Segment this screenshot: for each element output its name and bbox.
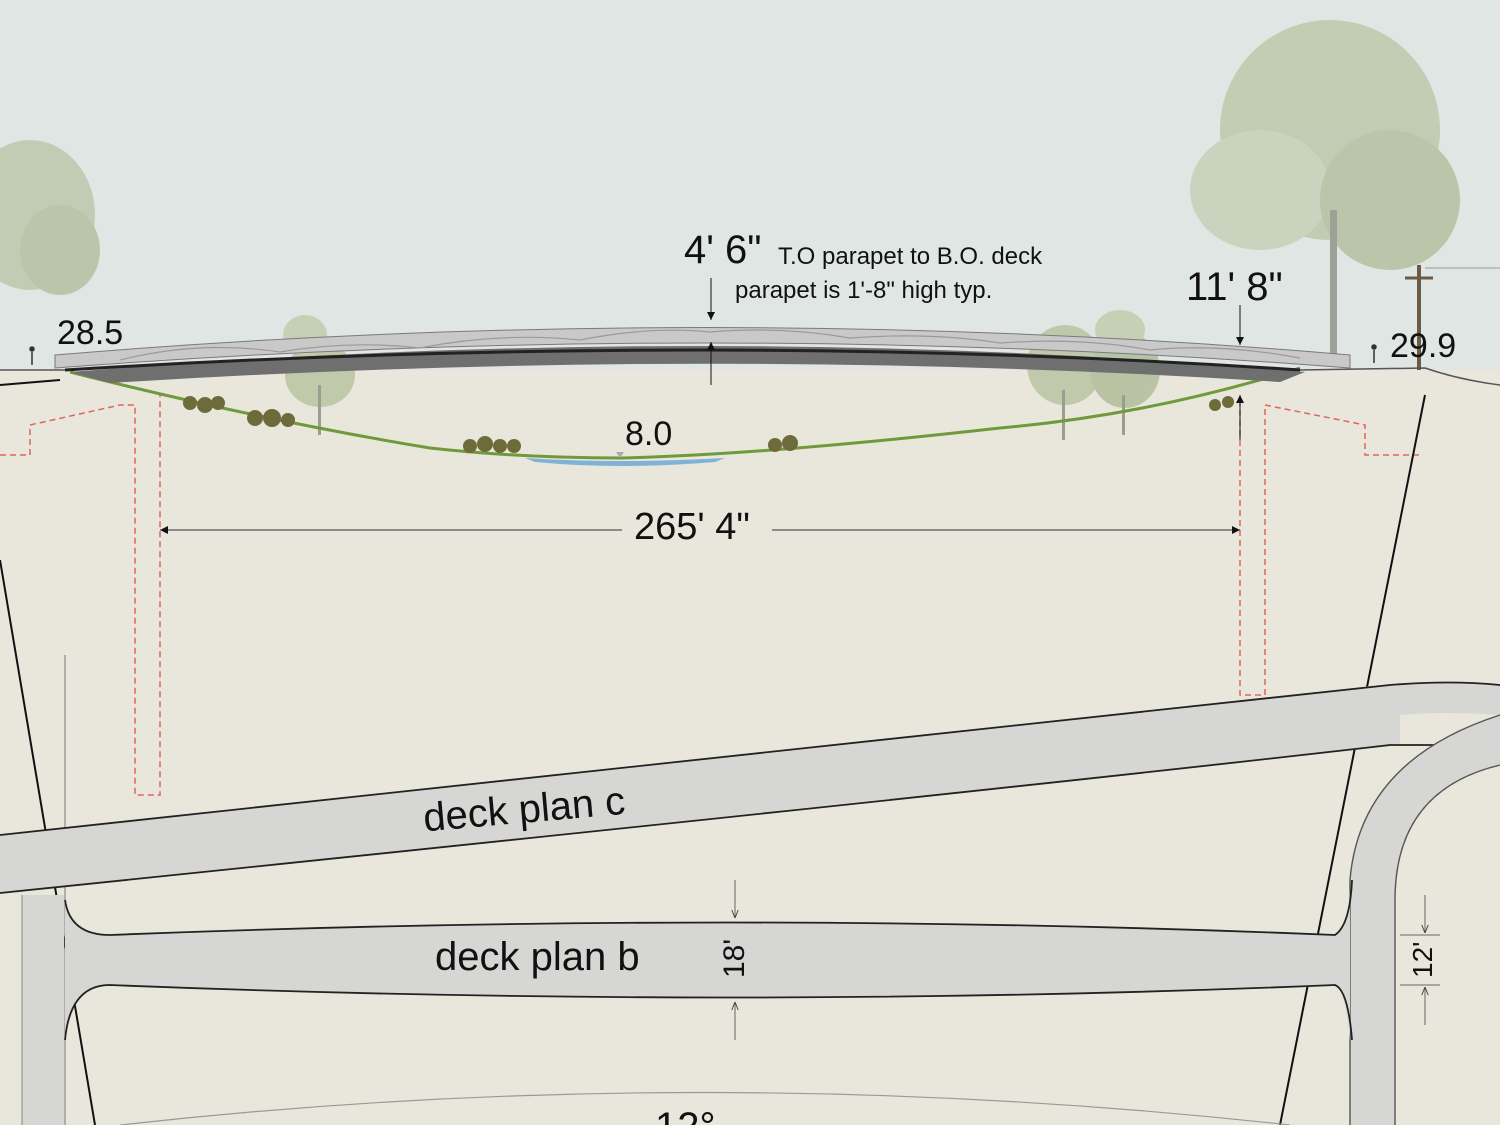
person-icon: [1371, 344, 1377, 363]
span-label: 265' 4": [634, 506, 750, 548]
clearance-center-note-2: parapet is 1'-8" high typ.: [735, 277, 992, 304]
span-label-bg: [622, 508, 772, 550]
river-bank: [69, 366, 1301, 460]
shrub-icon: [183, 396, 1234, 453]
person-icon: [29, 346, 35, 365]
water-elevation-label: 8.0: [625, 415, 672, 453]
elevation-right-label: 29.9: [1390, 327, 1456, 365]
deck-b-width-label: 18': [718, 939, 751, 978]
path-width-dimension: [1400, 895, 1440, 1025]
grade-line: [1299, 367, 1500, 386]
clearance-center-label: 4' 6": [684, 228, 761, 272]
curved-path: [1349, 714, 1500, 1125]
abutment-outline: [0, 395, 1420, 796]
clearance-center-note-1: T.O parapet to B.O. deck: [778, 243, 1043, 270]
clearance-abutment-label: 11' 8": [1186, 265, 1283, 309]
deck-plan-b: [64, 879, 1353, 1041]
utility-pole-icon: [1405, 265, 1500, 370]
left-path: [22, 895, 64, 1125]
bridge-deck: [54, 327, 1351, 383]
angle-label: 12°: [655, 1105, 716, 1125]
deck-plan-b-label: deck plan b: [435, 935, 640, 979]
tree-icon: [0, 140, 100, 295]
path-width-label: 12': [1407, 942, 1438, 979]
water-surface: [525, 458, 725, 466]
tree-icon: [1190, 20, 1460, 360]
angle-arc: [119, 1091, 1291, 1125]
elevation-left-label: 28.5: [57, 314, 123, 352]
water-level-marker-icon: [616, 452, 624, 458]
